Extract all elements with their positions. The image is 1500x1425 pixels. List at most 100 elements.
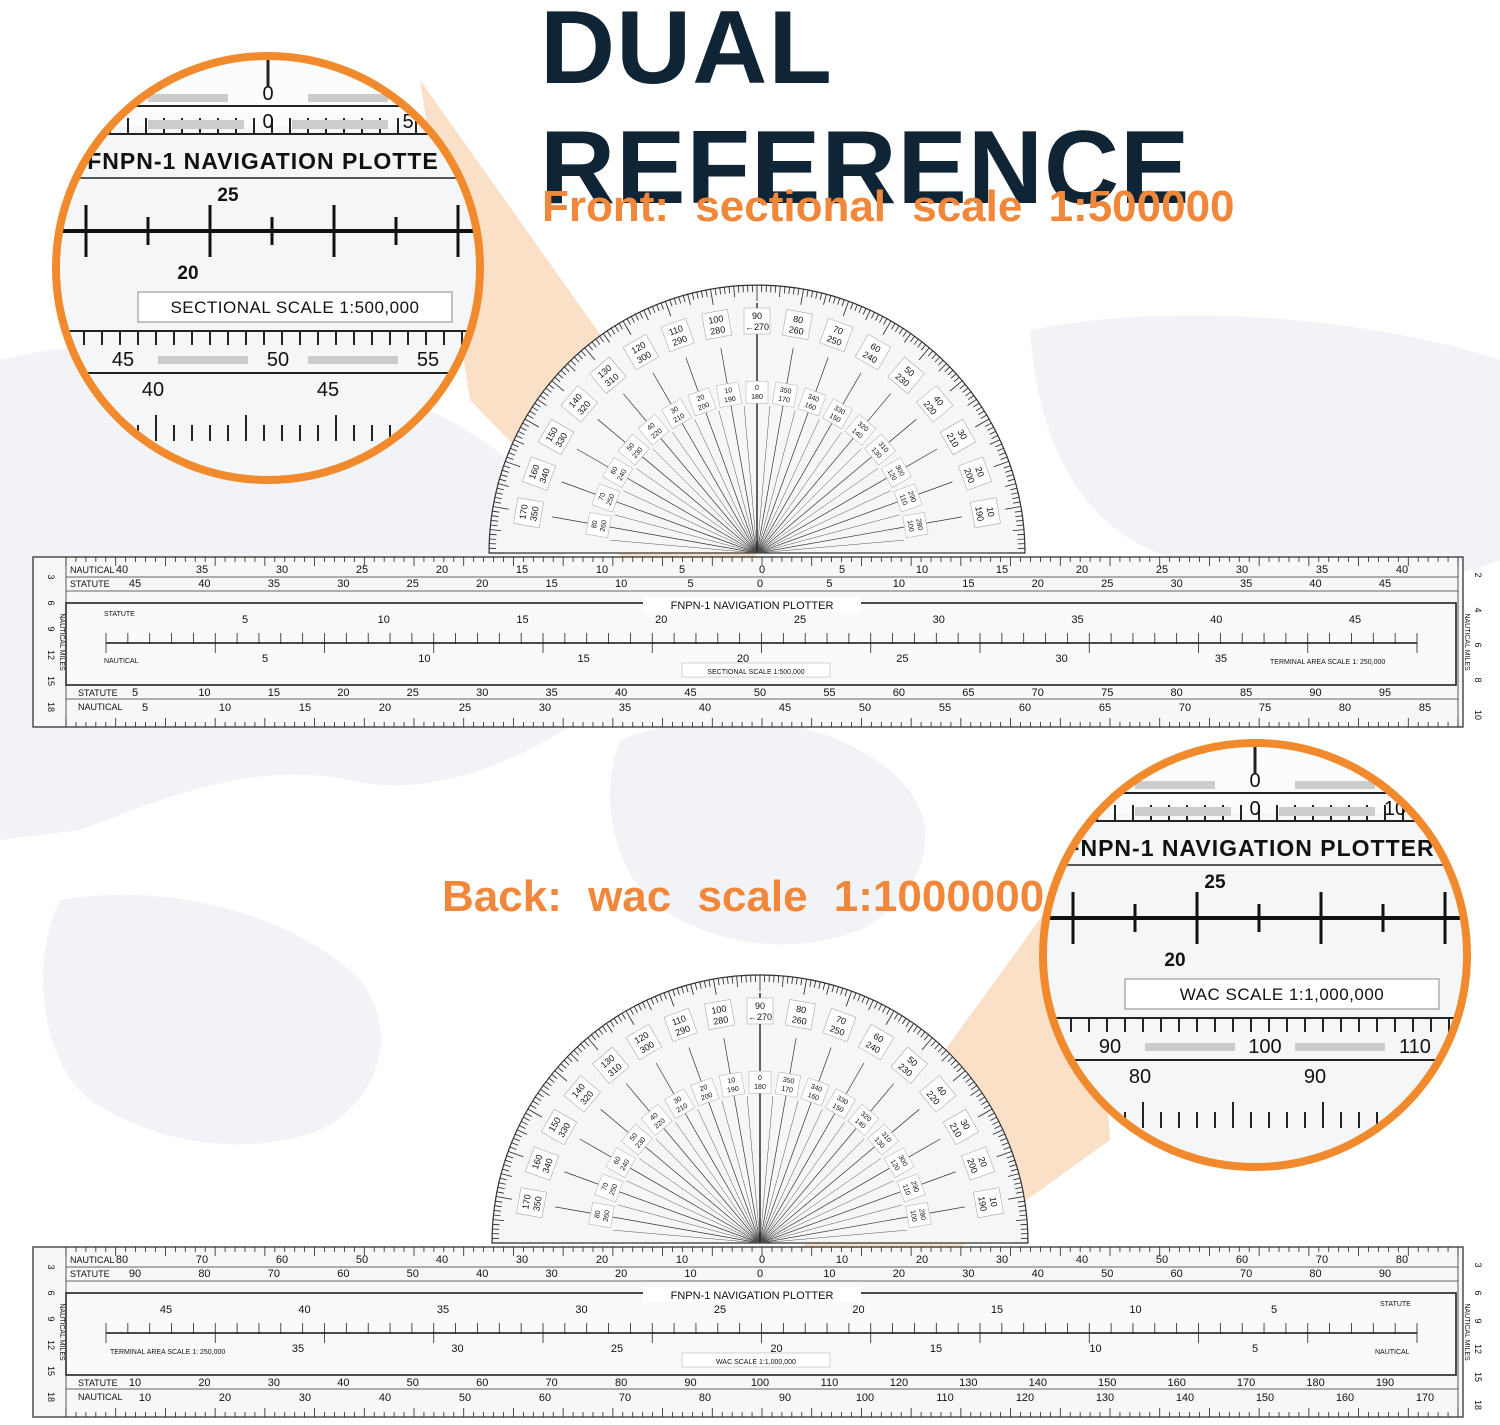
protractor-label-box [660,318,695,352]
bottom-statute-label: 130 [959,1377,977,1389]
protractor-tick [994,1125,1002,1129]
inner-nautical-number: 30 [451,1343,463,1355]
protractor-label-a: 300 [893,464,905,478]
protractor-tick [981,1100,988,1106]
protractor-tick [907,1023,915,1033]
inner-nautical-number: 20 [737,653,749,665]
protractor-tick [1006,1155,1014,1159]
protractor-label-box [916,385,954,423]
top-statute-label: 10 [893,578,905,590]
bottom-nautical-label: 65 [1099,702,1111,714]
protractor-label-box [743,307,771,335]
protractor-tick [515,1133,522,1138]
top-statute-label: 30 [337,578,349,590]
protractor-label-a: 110 [670,1013,687,1027]
protractor-tick [1013,501,1021,504]
protractor-tick [510,447,517,452]
top-statute-label: 50 [407,1268,419,1280]
protractor-tick [524,418,539,428]
protractor-tick [1008,1159,1016,1163]
center-scale-label: SECTIONAL SCALE 1:500,000 [707,669,805,676]
protractor-label-box [939,418,977,456]
protractor-tick [576,1046,583,1053]
protractor-tick [822,982,826,990]
protractor-radial-line [655,1138,761,1244]
protractor-label-a: 40 [932,394,946,408]
protractor-tick [916,1028,922,1035]
protractor-tick [551,1074,558,1080]
inner-statute-number: 45 [1349,614,1361,626]
protractor-tick [978,410,985,416]
protractor-radial-line [623,393,758,554]
protractor-tick [934,1043,940,1050]
protractor-tick [797,288,800,296]
protractor-tick [542,1085,550,1090]
protractor-tick [983,1104,990,1109]
zoom-bar [1135,781,1215,789]
protractor-label-a: 30 [670,406,680,416]
protractor-tick [563,366,570,372]
protractor-radial-line [743,406,758,554]
row-label-statute: STATUTE [78,688,118,698]
protractor-tick [861,996,866,1003]
protractor-radial-line [723,1038,761,1244]
protractor-tick [1003,465,1011,469]
side-number-left: 15 [46,676,56,686]
side-number-left: 3 [46,574,56,579]
protractor-tick [513,1137,520,1142]
protractor-tick [651,306,656,313]
protractor-tick [989,439,1001,445]
side-number-right: 15 [1473,1372,1483,1382]
protractor-tick [841,299,845,307]
protractor-tick [534,402,541,408]
bottom-statute-label: 50 [754,687,766,699]
top-statute-label: 40 [1032,1268,1044,1280]
top-statute-label: 90 [1379,1268,1391,1280]
protractor-radial-line [623,490,758,554]
protractor-tick [1018,1205,1026,1208]
top-nautical-label: 35 [196,564,208,576]
bottom-nautical-label: 140 [1176,1392,1194,1404]
bottom-statute-label: 80 [615,1377,627,1389]
bottom-nautical-label: 85 [1419,702,1431,714]
bottom-nautical-label: 20 [219,1392,231,1404]
protractor-tick [673,297,677,305]
protractor-label-b: 150 [828,413,842,425]
protractor-tick [505,460,521,468]
inner-statute-number: 15 [991,1304,1003,1316]
zoom-bar [148,120,244,129]
protractor-radial-line [756,410,796,554]
protractor-radial-line [720,348,758,554]
side-number-left: 15 [46,1366,56,1376]
protractor-label-box [664,1088,695,1120]
bottom-nautical-label: 120 [1016,1392,1034,1404]
side-number-right: 12 [1473,1344,1483,1354]
protractor-tick [495,1200,503,1203]
protractor-label-b: 190 [976,1195,988,1212]
protractor-tick [699,981,702,989]
top-nautical-label: 20 [436,564,448,576]
protractor-tick [588,344,594,351]
protractor-label-box [819,318,854,352]
inner-nautical-number: 30 [1056,653,1068,665]
bottom-nautical-label: 70 [1179,702,1191,714]
protractor-tick [506,1155,514,1159]
inner-statute-label: STATUTE [1380,1301,1411,1308]
protractor-label-a: 60 [872,1031,886,1045]
protractor-tick [1003,1146,1011,1150]
protractor-radial-line [675,1122,761,1244]
inner-statute-number: 20 [852,1304,864,1316]
protractor-tick [989,430,996,435]
protractor-tick [491,515,499,518]
protractor-tick [985,422,992,427]
protractor-tick [503,465,511,469]
protractor-radial-line [614,514,758,554]
top-nautical-label: 0 [759,564,765,576]
bottom-nautical-label: 15 [299,702,311,714]
bottom-statute-label: 25 [407,687,419,699]
inner-statute-label: STATUTE [104,611,135,618]
